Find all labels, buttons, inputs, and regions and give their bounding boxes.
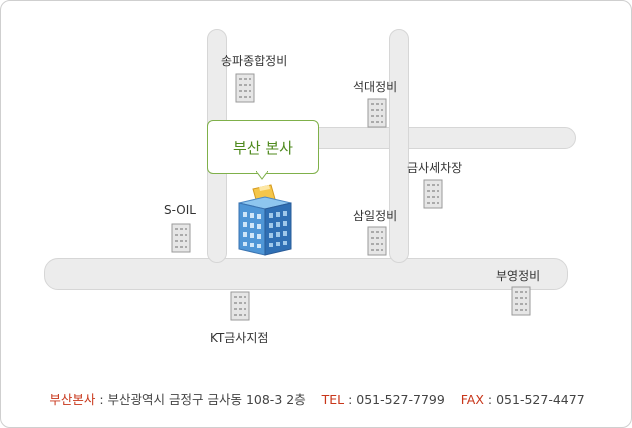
fax-label: FAX <box>460 392 484 407</box>
building-icon <box>423 179 443 209</box>
label-seokdae: 석대정비 <box>353 80 398 94</box>
label-buyeong: 부영정비 <box>496 269 541 283</box>
building-icon <box>230 291 250 321</box>
label-songpa: 송파종합정비 <box>221 54 288 68</box>
road-right-vertical <box>389 29 409 263</box>
building-icon <box>235 73 255 103</box>
tel-label: TEL <box>321 392 345 407</box>
hq-sep: : <box>95 392 108 407</box>
fax-sep: : <box>483 392 497 407</box>
tel-number: 051-527-7799 <box>356 392 445 407</box>
hq-callout: 부산 본사 <box>207 120 319 174</box>
fax-number: 051-527-4477 <box>496 392 585 407</box>
label-samil: 삼일정비 <box>353 209 398 223</box>
footer-info: 부산본사 : 부산광역시 금정구 금사동 108-3 2층 TEL : 051-… <box>1 389 631 408</box>
road-main-horizontal <box>44 258 568 290</box>
callout-tail-icon <box>256 171 268 180</box>
building-icon <box>367 226 387 256</box>
building-icon <box>367 98 387 128</box>
hq-address: 부산광역시 금정구 금사동 108-3 2층 <box>107 392 306 407</box>
building-icon <box>171 223 191 253</box>
label-soil: S-OIL <box>164 203 196 217</box>
hq-label: 부산본사 <box>49 392 96 407</box>
hq-building-icon <box>238 184 292 256</box>
hq-callout-label: 부산 본사 <box>233 138 293 157</box>
label-kt: KT금사지점 <box>210 331 269 345</box>
tel-sep: : <box>344 392 357 407</box>
building-icon <box>511 286 531 316</box>
label-geumsa-wash: 금사세차장 <box>407 161 463 175</box>
